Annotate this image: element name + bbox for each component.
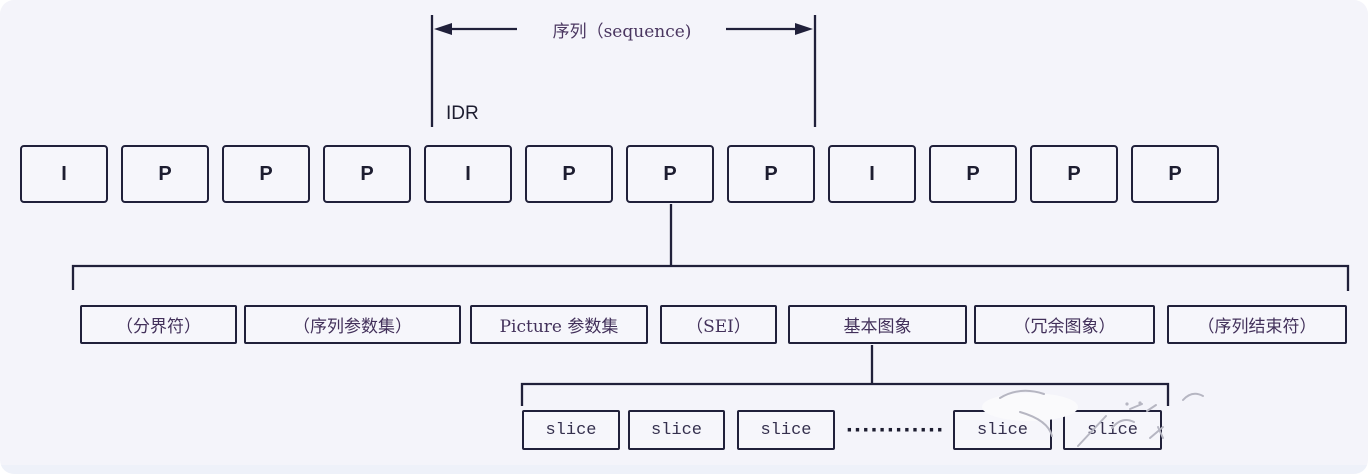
idr-label: IDR xyxy=(446,103,479,124)
nal-box-redundant-picture: （冗余图象） xyxy=(974,305,1155,344)
slice-box: slice xyxy=(953,410,1052,450)
slice-expansion-bracket xyxy=(520,345,1170,406)
frame-box: P xyxy=(222,145,310,203)
nal-box-sei: （SEI） xyxy=(660,305,777,344)
slice-box: slice xyxy=(737,410,835,450)
bottom-edge-band xyxy=(0,465,1368,474)
frame-box: P xyxy=(727,145,815,203)
slice-ellipsis: ············ xyxy=(845,419,945,441)
slice-box: slice xyxy=(628,410,725,450)
frame-box: P xyxy=(323,145,411,203)
frame-box: P xyxy=(1030,145,1118,203)
nal-expansion-bracket xyxy=(71,204,1350,291)
frame-box: P xyxy=(525,145,613,203)
frame-box-idr: I xyxy=(424,145,512,203)
frame-box: I xyxy=(20,145,108,203)
slice-box: slice xyxy=(1063,410,1162,450)
frame-box: P xyxy=(121,145,209,203)
frame-box-expanded: P xyxy=(626,145,714,203)
slice-box: slice xyxy=(522,410,620,450)
nal-box-primary-picture: 基本图象 xyxy=(788,305,967,344)
frame-box: P xyxy=(1131,145,1219,203)
nal-box-pps: Picture 参数集 xyxy=(470,305,648,344)
frame-box: I xyxy=(828,145,916,203)
sequence-span-label: 序列（sequence) xyxy=(552,22,692,42)
nal-box-delimiter: （分界符） xyxy=(80,305,237,344)
frame-box: P xyxy=(929,145,1017,203)
nal-box-end-of-sequence: （序列结束符） xyxy=(1167,305,1347,344)
nal-box-sps: （序列参数集） xyxy=(244,305,461,344)
